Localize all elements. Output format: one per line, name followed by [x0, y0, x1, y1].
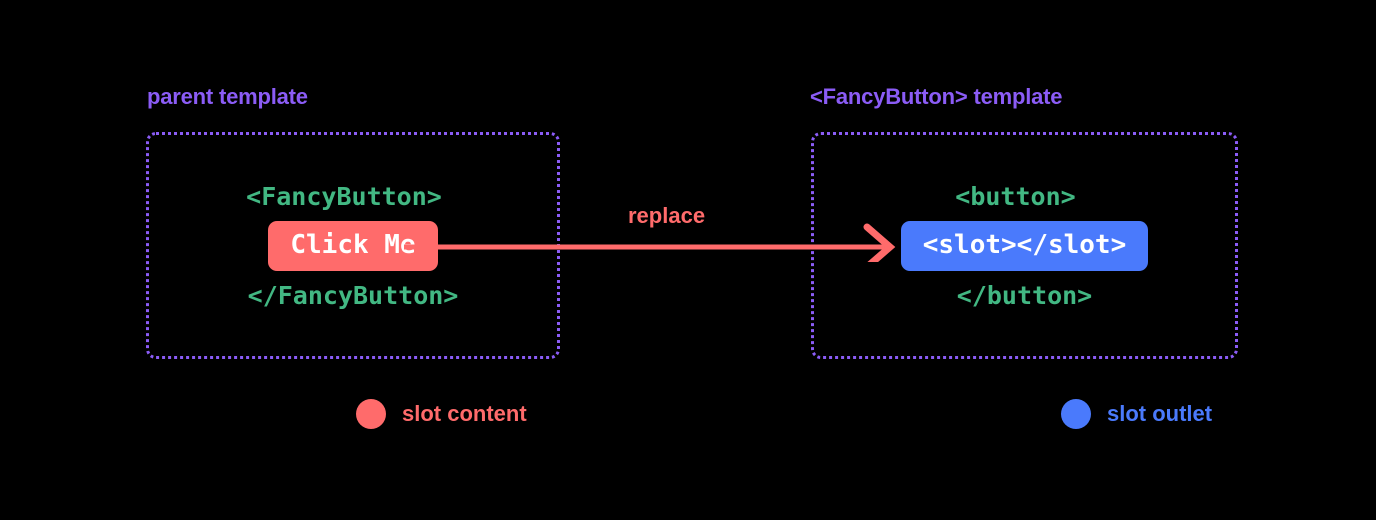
parent-template-content: <FancyButton> Click Me </FancyButton>: [149, 135, 557, 356]
legend-label-slot-outlet: slot outlet: [1107, 401, 1213, 426]
circle-icon: [356, 399, 386, 429]
parent-template-box: <FancyButton> Click Me </FancyButton>: [146, 132, 560, 359]
parent-close-tag: </FancyButton>: [247, 280, 459, 310]
parent-open-tag: <FancyButton>: [246, 181, 442, 211]
fancybutton-template-content: <button> <slot></slot> </button>: [814, 135, 1235, 356]
button-open-tag: <button>: [955, 181, 1076, 211]
parent-template-label: parent template: [147, 84, 308, 109]
circle-icon: [1061, 399, 1091, 429]
fancybutton-template-label: <FancyButton> template: [810, 84, 1063, 109]
legend-item-slot-outlet: slot outlet: [1061, 399, 1212, 429]
legend-label-slot-content: slot content: [402, 401, 527, 426]
legend-item-slot-content: slot content: [356, 399, 527, 429]
fancybutton-template-box: <button> <slot></slot> </button>: [811, 132, 1238, 359]
replace-label: replace: [628, 203, 706, 228]
slot-content-chip[interactable]: Click Me: [268, 220, 438, 271]
slot-outlet-chip[interactable]: <slot></slot>: [900, 220, 1149, 271]
button-close-tag: </button>: [956, 280, 1093, 310]
